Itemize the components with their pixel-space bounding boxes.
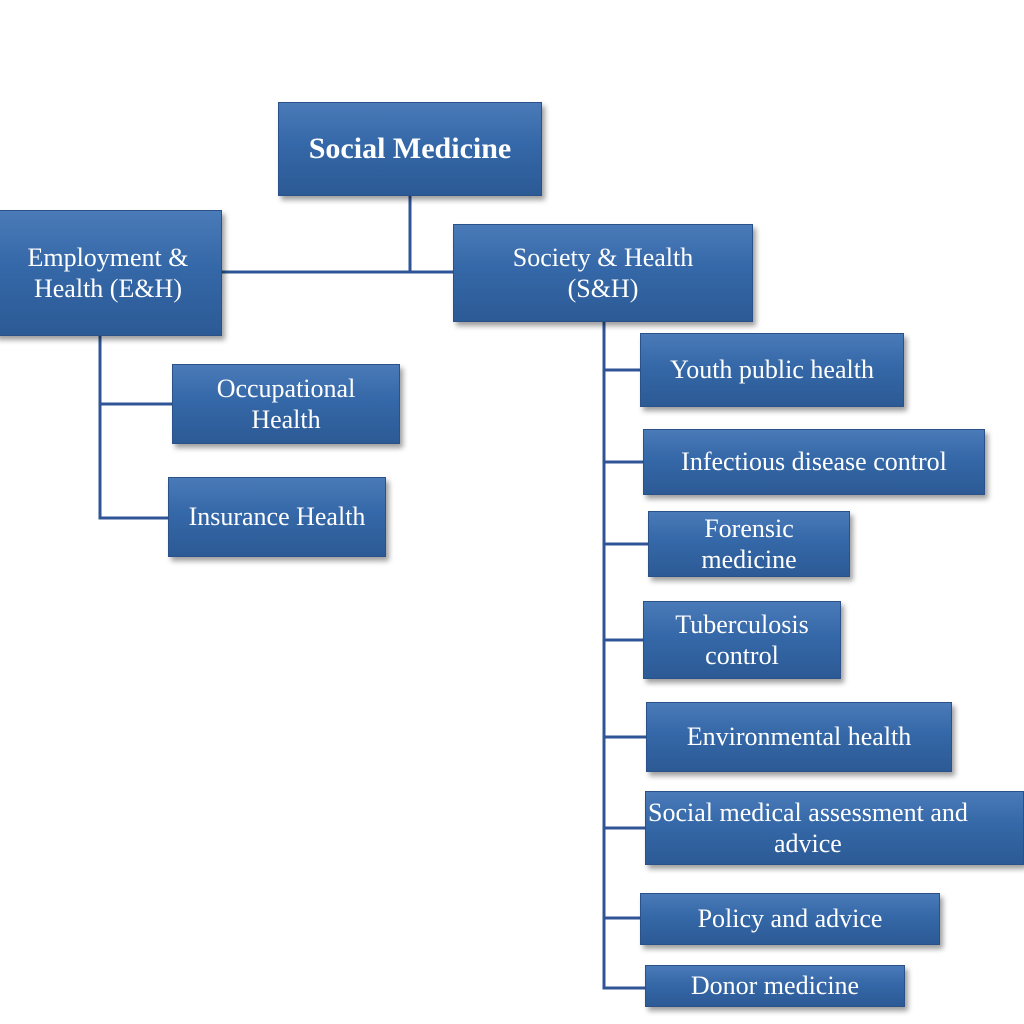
node-label: Forensic medicine	[701, 513, 796, 575]
node-donor-medicine: Donor medicine	[645, 965, 905, 1007]
node-label-line: Forensic	[704, 513, 794, 543]
node-label-line: Health	[251, 405, 321, 434]
node-label-line: Tuberculosis	[675, 609, 809, 639]
node-social-medical-assessment: Social medical assessment and advice	[645, 791, 1024, 865]
node-label-line: (S&H)	[567, 274, 639, 303]
node-insurance-health: Insurance Health	[168, 477, 386, 557]
node-label-line: medicine	[701, 545, 797, 574]
node-employment-health: Employment & Health (E&H)	[0, 210, 222, 336]
node-label: Social Medicine	[308, 132, 512, 165]
node-occupational-health: Occupational Health	[172, 364, 400, 444]
node-environmental-health: Environmental health	[646, 702, 952, 772]
node-label: Infectious disease control	[681, 447, 947, 477]
node-label-line: control	[705, 641, 779, 670]
node-label: Social medical assessment and advice	[648, 797, 968, 859]
node-youth-public-health: Youth public health	[640, 333, 904, 407]
node-label: Youth public health	[670, 355, 874, 385]
node-label-line: advice	[774, 829, 842, 858]
node-label: Environmental health	[686, 722, 912, 752]
node-label-line: Social medical assessment and	[648, 797, 968, 827]
node-infectious-disease-control: Infectious disease control	[643, 429, 985, 495]
node-label: Donor medicine	[690, 971, 860, 1001]
node-label: Occupational Health	[217, 373, 356, 435]
node-tuberculosis-control: Tuberculosis control	[643, 601, 841, 679]
node-label-line: Society & Health	[512, 242, 694, 272]
node-policy-and-advice: Policy and advice	[640, 893, 940, 945]
node-label: Society & Health (S&H)	[513, 242, 694, 304]
node-label-line: Employment &	[27, 242, 189, 272]
node-label-line: Health (E&H)	[33, 274, 182, 303]
node-label: Tuberculosis control	[675, 609, 808, 671]
node-forensic-medicine: Forensic medicine	[648, 511, 850, 577]
node-label: Employment & Health (E&H)	[27, 242, 188, 304]
node-social-medicine: Social Medicine	[278, 102, 542, 196]
node-label: Policy and advice	[697, 904, 883, 934]
node-label-line: Occupational	[216, 373, 356, 403]
node-label: Insurance Health	[188, 502, 366, 532]
node-society-health: Society & Health (S&H)	[453, 224, 753, 322]
